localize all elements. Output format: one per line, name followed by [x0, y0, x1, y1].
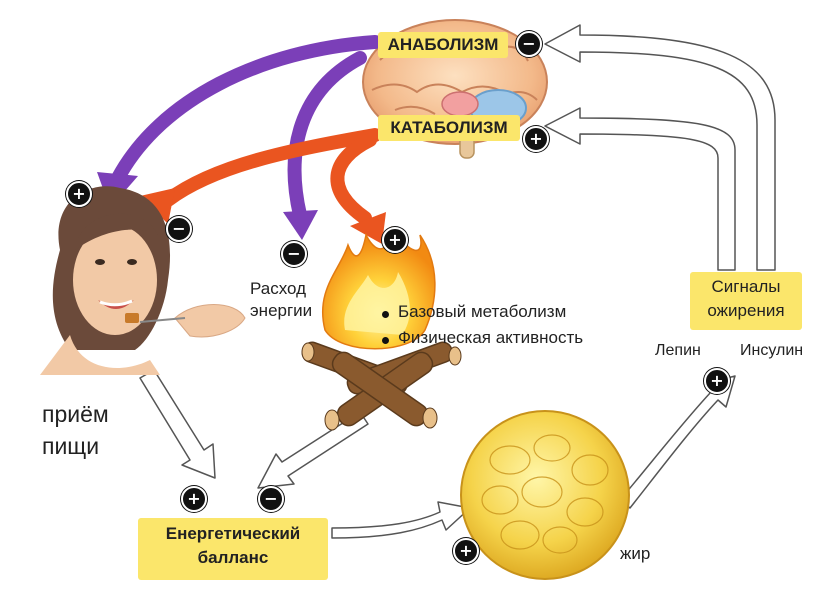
- anabolism-arrows: [111, 35, 382, 222]
- expenditure-minus-sign: −: [281, 241, 307, 267]
- physical-activity-item: Физическая активность: [398, 328, 584, 347]
- food-intake-label: приём пищи: [42, 398, 109, 462]
- anabolism-to-expenditure-arrowhead: [283, 210, 318, 240]
- bullet-dot: [382, 311, 389, 318]
- fire-plus-sign: +: [382, 227, 408, 253]
- campfire-illustration: [301, 225, 462, 431]
- fat-tissue-illustration: [460, 410, 630, 580]
- basal-metabolism-item: Базовый метаболизм: [398, 302, 567, 321]
- obesity-signals-line1: Сигналы: [711, 277, 781, 296]
- anabolism-to-food-arrow: [111, 35, 382, 185]
- energy-expenditure-line1: Расход: [250, 279, 307, 298]
- food-intake-line1: приём: [42, 401, 109, 427]
- food-anabolism-plus-sign: +: [66, 181, 92, 207]
- woman-eating-illustration: [40, 186, 246, 375]
- balance-to-fat-arrow: [331, 501, 471, 539]
- food-to-balance-arrow: [139, 369, 216, 479]
- catabolism-to-food-arrowhead: [140, 188, 175, 224]
- signals-to-anabolism-arrow: [544, 24, 776, 271]
- catabolism-box: КАТАБОЛИЗМ: [378, 115, 520, 141]
- obesity-signals-box: Сигналы ожирения: [690, 272, 802, 330]
- catabolism-arrows: [161, 128, 382, 225]
- obesity-signals-line2: ожирения: [707, 301, 785, 320]
- flow-arrows: [139, 369, 736, 539]
- signals-plus-sign: +: [704, 368, 730, 394]
- bullet-dot: [382, 337, 389, 344]
- energy-expenditure-line2: энергии: [250, 301, 313, 320]
- catabolism-to-food-arrow: [161, 128, 382, 207]
- food-intake-line2: пищи: [42, 433, 100, 459]
- signals-to-catabolism-arrow: [544, 107, 736, 271]
- fat-to-signals-arrow: [619, 375, 736, 509]
- energy-balance-line2: балланс: [197, 548, 269, 567]
- energy-expenditure-label: Расход энергии: [250, 278, 312, 322]
- fat-label: жир: [620, 544, 651, 563]
- balance-food-plus-sign: +: [181, 486, 207, 512]
- catabolism-to-fire-arrow: [330, 133, 377, 225]
- balance-fire-minus-sign: −: [258, 486, 284, 512]
- fat-plus-sign: +: [453, 538, 479, 564]
- energy-balance-line1: Енергетический: [165, 524, 301, 543]
- anabolism-minus-sign: −: [516, 31, 542, 57]
- anabolism-to-expenditure-arrow: [287, 51, 367, 222]
- energy-balance-box: Енергетический балланс: [138, 518, 328, 580]
- insulin-label: Инсулин: [740, 342, 804, 359]
- catabolism-to-fire-arrowhead: [350, 212, 386, 244]
- food-catabolism-minus-sign: −: [166, 216, 192, 242]
- leptin-label: Лепин: [655, 342, 701, 359]
- anabolism-box: АНАБОЛИЗМ: [378, 32, 508, 58]
- feedback-arrows: [544, 24, 776, 271]
- catabolism-plus-sign: +: [523, 126, 549, 152]
